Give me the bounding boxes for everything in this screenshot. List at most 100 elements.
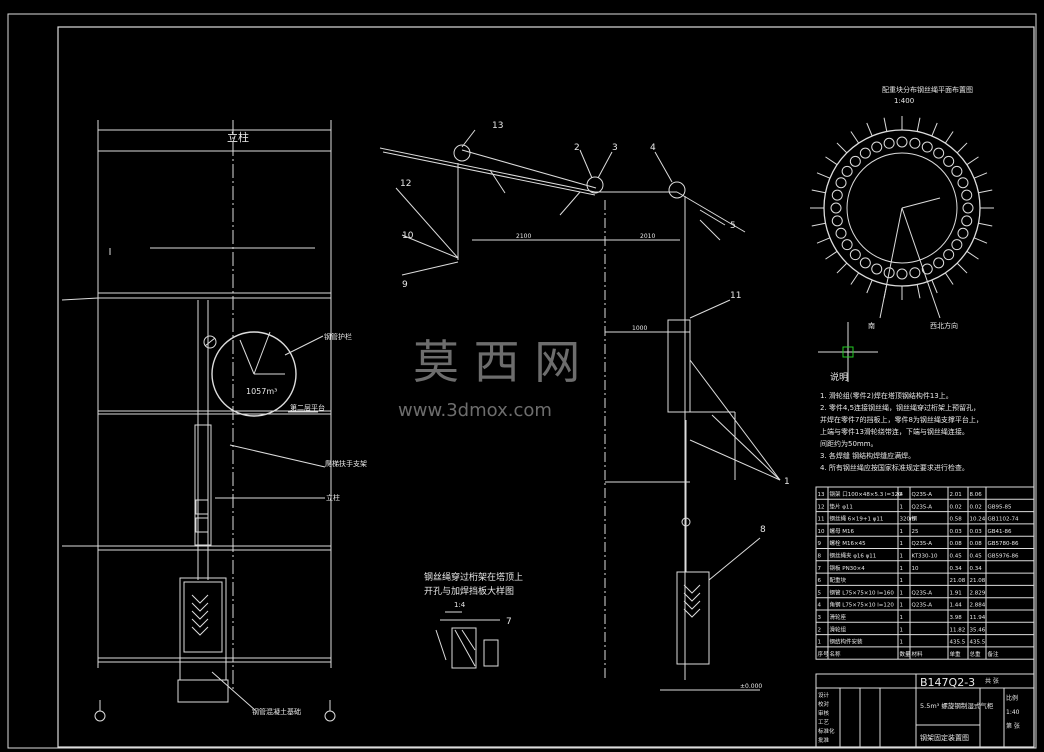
plan-ray [883,117,888,132]
plan-ray [931,122,938,137]
plan-ray [866,279,873,294]
bom-cell: 钢结构件安装 [830,638,864,646]
elevation-top-mark: 立柱 [227,130,249,144]
pulley-dim-1: 2100 [516,233,531,240]
bom-cell: 0.45 [970,554,983,560]
bom-cell: 2.829 [970,590,986,596]
bom-cell: 11 [818,517,825,523]
bom-cell: 1.44 [950,603,963,609]
pulley-label-1: 1 [784,477,790,487]
plan-ray [850,272,860,285]
detail-scale: 1:4 [454,601,466,609]
bom-cell: 12 [818,504,825,510]
title-block-value: 第 张 [1006,722,1020,730]
bom-cell: GB5780-86 [988,541,1020,547]
bom-cell: 10.24 [970,517,986,523]
plan-scale: 1:400 [894,97,914,105]
plan-ray [978,222,993,227]
bom-cell: 25 [912,529,919,535]
pulley-label-5: 5 [730,221,736,231]
bom-header: 单重 [950,650,962,658]
bom-cell: 320m [900,517,916,523]
bom-cell: 钢丝绳夹 φ16 φ11 [830,552,877,560]
bom-cell: 0.02 [950,504,962,510]
bom-cell: 0.34 [950,566,963,572]
elevation-callout-3: 爬梯扶手支架 [325,459,367,468]
bom-cell: 钢丝绳 6×19+1 φ11 [830,515,884,523]
bom-cell: 0.58 [950,517,963,523]
bom-cell: 0.45 [950,554,963,560]
bom-cell: 3 [818,615,822,621]
bom-cell: Q235-A [912,504,933,510]
bom-cell: 0.34 [970,566,983,572]
plan-view [810,116,994,382]
plan-dot [957,177,969,189]
note-line: 上端与零件13滑轮绕带连，下端与钢丝绳连接。 [820,427,969,436]
elevation-view [61,120,336,722]
plan-ray [973,172,988,179]
pulley-dim-2: 2010 [640,233,655,240]
bom-cell: Q235-A [912,492,933,498]
bom-cell: 滑轮组 [830,625,847,633]
title-block-value: 1:40 [1006,709,1020,716]
plan-dot [943,249,955,261]
bom-cell: 2.884 [970,603,986,609]
bom-cell: 0.03 [970,529,983,535]
title-block-right-labels: 比例1:40第 张 [1006,694,1020,730]
title-block [815,673,1035,748]
bom-cell: 21.08 [970,578,986,584]
bom-cell: 2 [818,627,822,633]
plan-ray [916,117,921,132]
plan-ray [836,142,848,154]
bom-header: 备注 [988,650,1000,658]
bom-cell: 1 [818,640,822,646]
bom-cell: 5 [818,590,822,596]
plan-title: 配重块分布钢丝绳平面布置图 [882,85,973,94]
pulley-view [379,129,781,691]
bom-cell: 垫片 φ11 [830,502,853,510]
bom-cell: 1 [900,578,904,584]
plan-north-label: 西北方向 [930,321,958,330]
plan-dot [871,263,883,275]
bom-cell: 0.08 [950,541,963,547]
bom-cell: 1 [900,615,904,621]
bom-header: 序号 [818,650,830,658]
plan-dot [859,147,871,159]
bom-cell: 钢 [912,515,918,523]
elevation-callout-4: 立柱 [326,493,340,502]
title-block-label: 设计 [818,691,830,699]
bom-cell: 1 [900,541,904,547]
title-block-label: 标准化 [818,727,835,735]
plan-dot [896,268,908,280]
bom-cell: 0.03 [950,529,963,535]
bom-cell: Q235-A [912,603,933,609]
bom-cell: 13 [818,492,825,498]
bom-cell: 滑轮座 [830,613,847,621]
sheet-label: 共 张 [985,677,999,685]
bom-cell: 10 [818,529,825,535]
bom-cell: 435.5 [950,640,966,646]
bom-cell: 4 [900,492,904,498]
pulley-label-9: 9 [402,280,408,290]
pulley-label-13: 13 [492,121,503,131]
plan-dot [921,141,933,153]
plan-dot [849,249,861,261]
bom-cell: 8.06 [970,492,983,498]
plan-dot [883,137,895,149]
plan-dot [943,155,955,167]
bom-header: 材料 [912,650,924,658]
pulley-label-3: 3 [612,143,618,153]
plan-dot [961,215,973,227]
plan-dot [909,137,921,149]
bom-cell: 钢板 PN30×4 [830,564,866,572]
note-line: 间距约为50mm。 [820,439,878,448]
bom-cell: 1 [900,603,904,609]
plan-dot [933,257,945,269]
plan-ray [811,189,826,194]
detail-title-1: 钢丝绳穿过桁架在塔顶上 [424,571,523,583]
title-block-label: 校对 [818,700,830,708]
plan-ray [866,122,873,137]
plan-dot [849,155,861,167]
bom-cell: Q235-A [912,541,933,547]
bom-cell: GB1102-74 [988,517,1020,523]
